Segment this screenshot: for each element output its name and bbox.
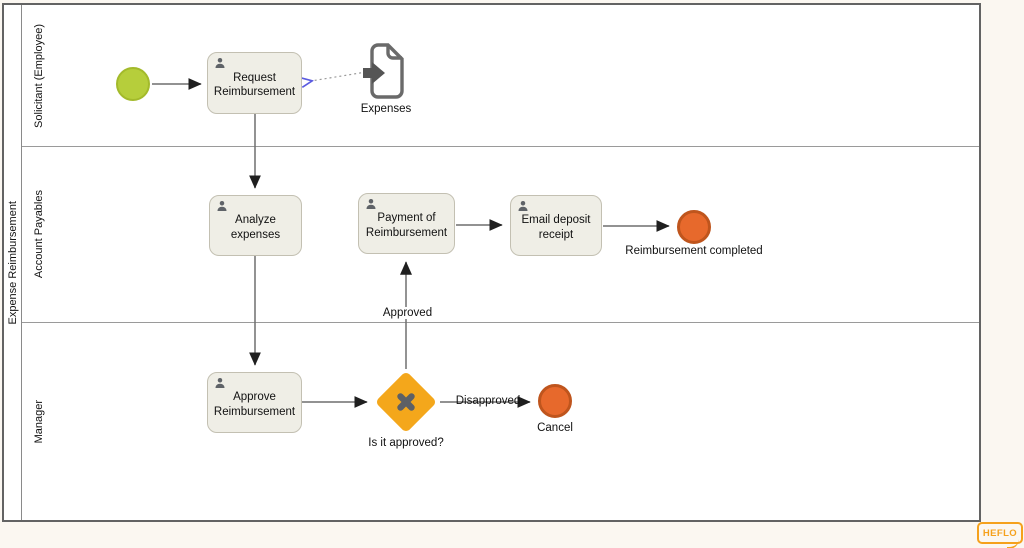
lane-label-manager: Manager [33, 399, 45, 444]
lane-label-solicitant: Solicitant (Employee) [33, 23, 45, 128]
start-event[interactable] [116, 67, 150, 101]
task-analyze-expenses[interactable]: Analyze expenses [209, 195, 302, 256]
end-event-completed[interactable] [677, 210, 711, 244]
label-expenses: Expenses [360, 103, 412, 115]
label-cancel: Cancel [537, 422, 573, 434]
data-object-expenses[interactable] [362, 42, 408, 100]
lanes-container: Solicitant (Employee) Account Payables M… [22, 5, 979, 520]
user-task-icon [518, 201, 528, 211]
user-task-icon [215, 378, 225, 388]
lane-label-band: Account Payables [22, 147, 56, 322]
data-input-arrow-icon [363, 62, 385, 84]
task-label: Payment of Reimbursement [365, 212, 448, 239]
lane-solicitant-employee: Solicitant (Employee) [22, 5, 979, 147]
label-approved: Approved [380, 307, 435, 319]
heflo-logo[interactable]: HEFLO [977, 522, 1023, 548]
lane-account-payables: Account Payables [22, 147, 979, 323]
task-label: Request Reimbursement [213, 71, 296, 98]
task-label: Email deposit receipt [521, 214, 591, 241]
lane-label-account-payables: Account Payables [33, 190, 45, 279]
pool-expense-reimbursement: Expense Reimbursement Solicitant (Employ… [2, 3, 981, 522]
lane-manager: Manager [22, 323, 979, 520]
exclusive-gateway[interactable] [374, 370, 438, 434]
pool-label-band: Expense Reimbursement [4, 5, 22, 520]
task-request-reimbursement[interactable]: Request Reimbursement [207, 52, 302, 114]
gateway-x-icon [397, 393, 415, 411]
label-reimbursement-completed: Reimbursement completed [625, 245, 763, 257]
task-payment-of-reimbursement[interactable]: Payment of Reimbursement [358, 193, 455, 254]
label-disapproved: Disapproved [455, 395, 521, 407]
end-event-cancel[interactable] [538, 384, 572, 418]
label-is-it-approved: Is it approved? [368, 437, 444, 449]
lane-label-band: Manager [22, 323, 56, 520]
task-approve-reimbursement[interactable]: Approve Reimbursement [207, 372, 302, 433]
user-task-icon [366, 199, 376, 209]
pool-label: Expense Reimbursement [6, 200, 19, 325]
heflo-logo-text: HEFLO [982, 527, 1018, 539]
task-label: Approve Reimbursement [213, 391, 296, 418]
folded-corner [386, 45, 402, 60]
user-task-icon [215, 58, 225, 68]
user-task-icon [217, 201, 227, 211]
lane-label-band: Solicitant (Employee) [22, 5, 56, 146]
task-label: Analyze expenses [230, 214, 281, 241]
task-email-deposit-receipt[interactable]: Email deposit receipt [510, 195, 602, 256]
